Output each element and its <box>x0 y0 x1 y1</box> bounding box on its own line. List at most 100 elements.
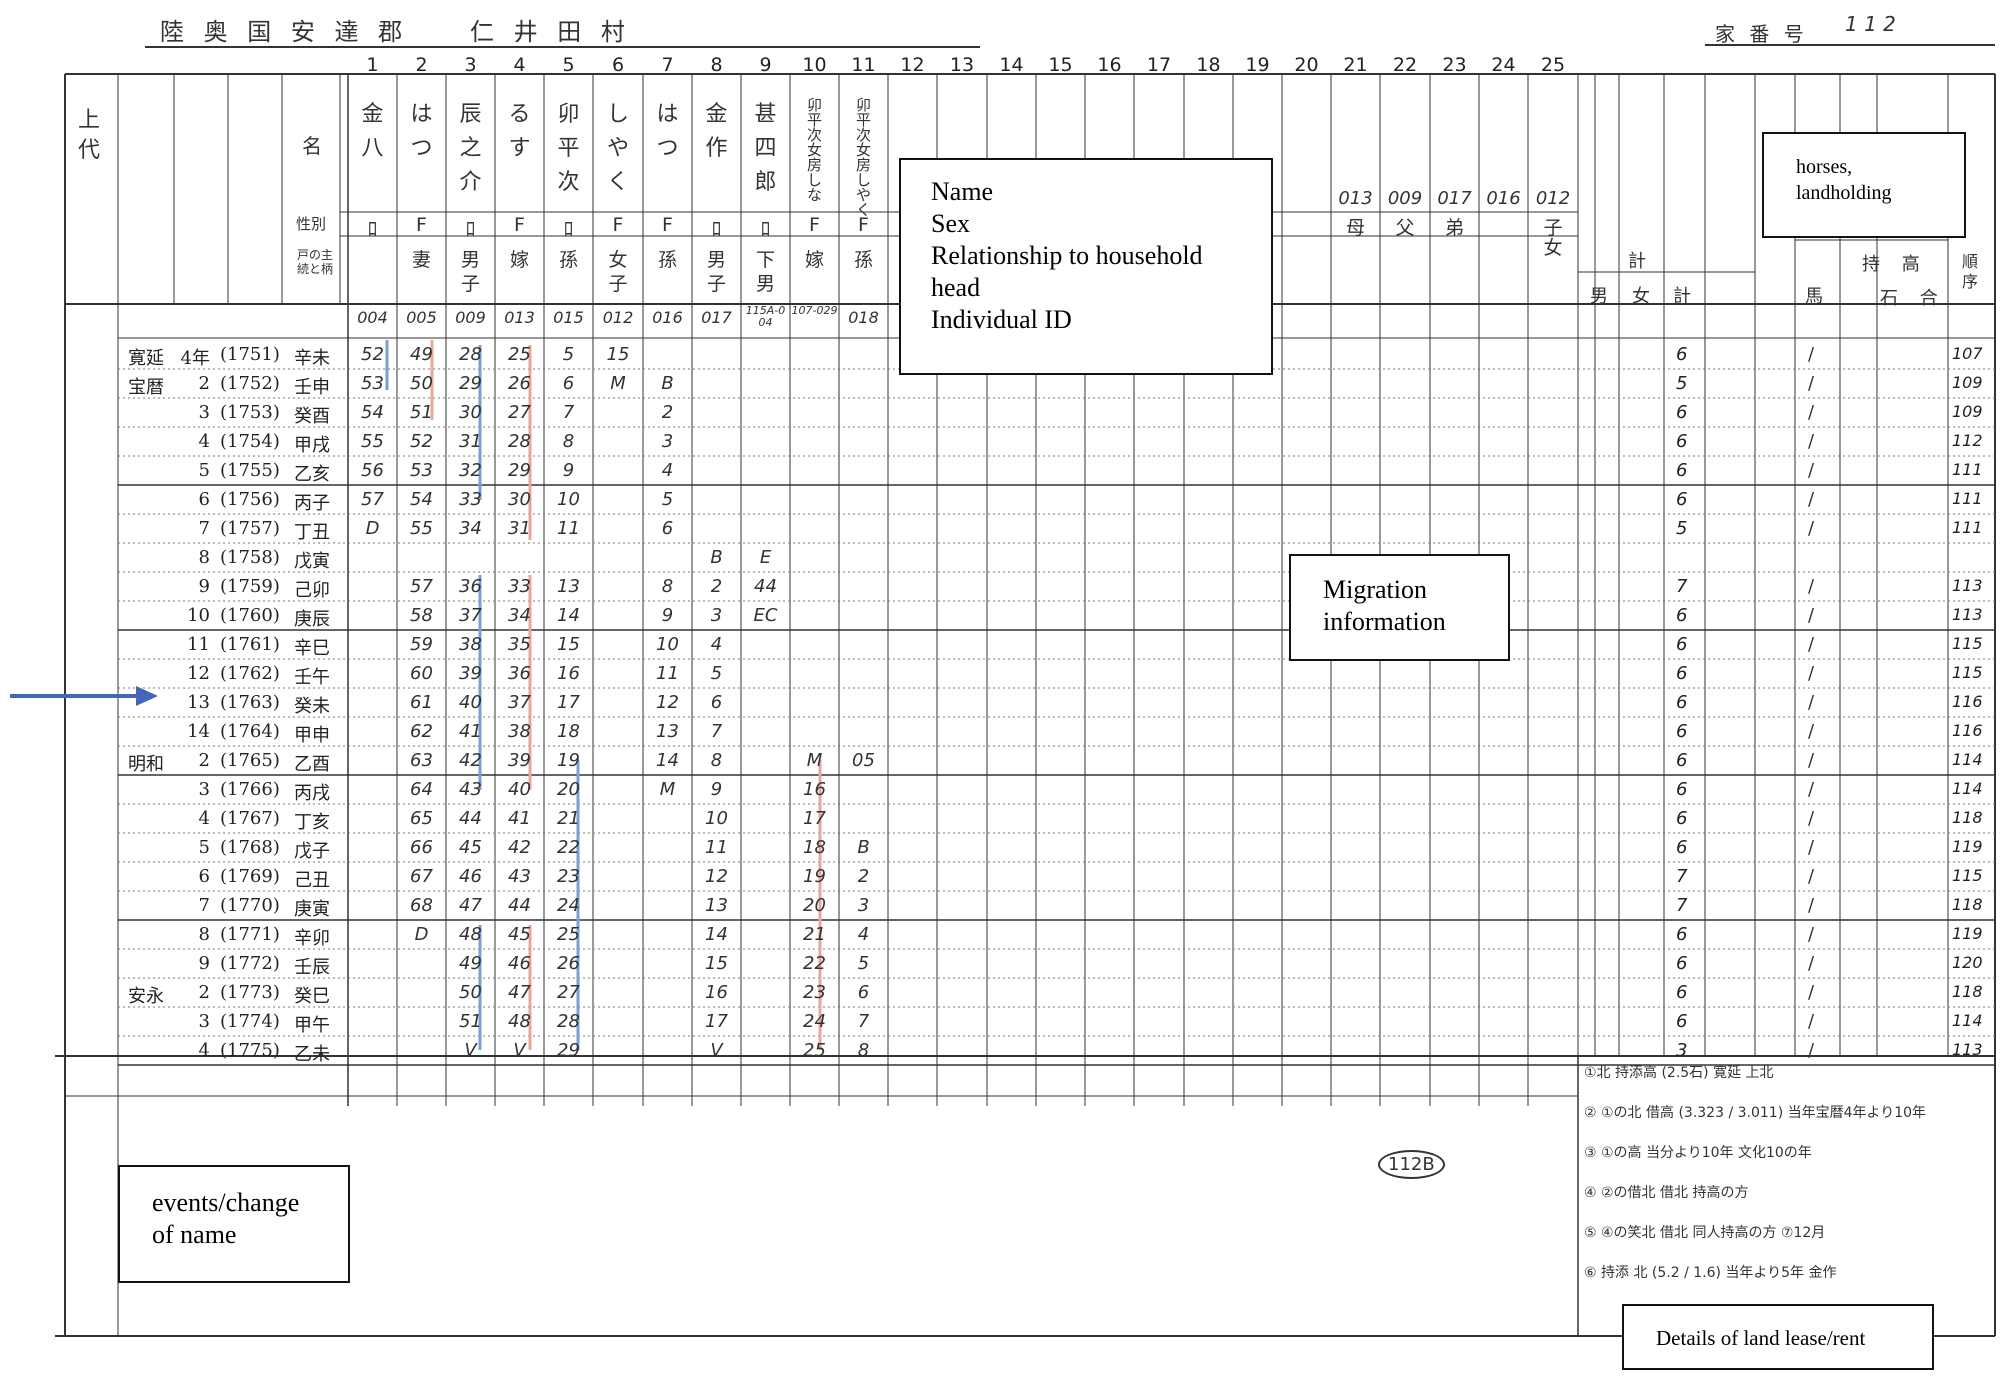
age-cell: B <box>710 547 723 568</box>
order-number: 115 <box>1952 663 1983 682</box>
year-number: 7 <box>198 518 210 539</box>
horse-tally: / <box>1808 373 1815 394</box>
column-number: 4 <box>513 54 526 76</box>
year-ad: (1775) <box>220 1040 280 1061</box>
member-name: るす <box>508 102 531 161</box>
age-cell: 7 <box>562 402 575 423</box>
age-cell: 36 <box>508 663 531 684</box>
year-number: 14 <box>187 721 210 742</box>
age-cell: 42 <box>459 750 482 771</box>
order-number: 113 <box>1952 605 1983 624</box>
age-cell: 61 <box>410 692 433 713</box>
horse-tally: / <box>1808 779 1815 800</box>
relation-label: 戸の主続と柄 <box>297 248 334 276</box>
age-cell: M <box>806 750 823 771</box>
age-cell: 47 <box>508 982 531 1003</box>
annotation-change-of-name: of name <box>152 1220 237 1249</box>
household-total: 6 <box>1676 808 1688 829</box>
age-cell: 66 <box>410 837 433 858</box>
land-note: ② ①の北 借高 (3.323 / 3.011) 当年宝暦4年より10年 <box>1584 1105 1927 1121</box>
horse-tally: / <box>1808 1011 1815 1032</box>
column-number: 19 <box>1245 54 1270 76</box>
horse-tally: / <box>1808 431 1815 452</box>
age-cell: V <box>464 1040 477 1061</box>
year-kanshi: 丁丑 <box>294 522 330 543</box>
annotation-horses: horses, <box>1796 156 1853 178</box>
annotation-migration: Migration <box>1323 575 1427 604</box>
age-cell: 31 <box>508 518 531 539</box>
year-kanshi: 辛未 <box>294 348 330 369</box>
column-number: 15 <box>1048 54 1073 76</box>
household-total: 6 <box>1676 663 1688 684</box>
age-cell: 11 <box>557 518 580 539</box>
household-total: 6 <box>1676 402 1688 423</box>
age-cell: 15 <box>557 634 580 655</box>
age-cell: 17 <box>557 692 580 713</box>
age-cell: 24 <box>557 895 580 916</box>
age-cell: 54 <box>410 489 433 510</box>
household-underline <box>1705 44 1995 46</box>
age-cell: D <box>414 924 429 945</box>
land-note: ⑥ 持添 北 (5.2 / 1.6) 当年より5年 金作 <box>1584 1265 1837 1281</box>
household-total: 6 <box>1676 953 1688 974</box>
year-number: 4 <box>198 808 210 829</box>
age-cell: 3 <box>857 895 870 916</box>
year-ad: (1765) <box>220 750 280 771</box>
age-cell: 55 <box>410 518 433 539</box>
year-ad: (1762) <box>220 663 280 684</box>
events-annotation-box: events/change of name <box>118 1165 350 1283</box>
member-name: 甚四郎 <box>754 102 777 195</box>
year-kanshi: 丙戌 <box>294 783 330 804</box>
age-cell: 5 <box>857 953 870 974</box>
age-cell: 19 <box>557 750 580 771</box>
age-cell: 7 <box>710 721 723 742</box>
column-number: 13 <box>949 54 975 76</box>
age-cell: EC <box>753 605 778 626</box>
year-ad: (1768) <box>220 837 280 858</box>
age-cell: 2 <box>710 576 723 597</box>
age-cell: 13 <box>705 895 728 916</box>
year-number: 9 <box>198 953 210 974</box>
household-total: 6 <box>1676 779 1688 800</box>
member-name: 卯平次女房しやく <box>855 96 871 219</box>
year-number: 2 <box>198 982 210 1003</box>
age-cell: 4 <box>661 460 674 481</box>
age-cell: 29 <box>508 460 531 481</box>
arrow-icon <box>10 686 158 706</box>
order-number: 118 <box>1952 982 1983 1001</box>
year-ad: (1755) <box>220 460 280 481</box>
member-id: 015 <box>553 308 584 327</box>
year-kanshi: 丙子 <box>294 493 330 514</box>
age-cell: 48 <box>508 1011 531 1032</box>
member-sex: F <box>662 214 673 236</box>
age-cell: 21 <box>803 924 826 945</box>
horse-tally: / <box>1808 866 1815 887</box>
year-kanshi: 甲申 <box>294 725 330 746</box>
age-cell: 13 <box>557 576 580 597</box>
year-kanshi: 癸酉 <box>294 406 330 427</box>
age-cell: 6 <box>562 373 575 394</box>
age-cell: 25 <box>557 924 580 945</box>
household-total: 5 <box>1676 373 1688 394</box>
member-sex: ﾛ <box>367 218 378 240</box>
age-cell: 16 <box>557 663 580 684</box>
age-cell: 17 <box>705 1011 728 1032</box>
age-cell: 5 <box>661 489 674 510</box>
order-number: 119 <box>1952 837 1983 856</box>
column-number: 25 <box>1540 54 1566 76</box>
age-cell: 35 <box>508 634 531 655</box>
age-cell: 13 <box>656 721 679 742</box>
member-sex: F <box>858 214 869 236</box>
horse-tally: / <box>1808 634 1815 655</box>
year-number: 5 <box>198 837 210 858</box>
household-total: 7 <box>1676 576 1688 597</box>
year-kanshi: 乙亥 <box>294 464 330 485</box>
age-cell: 9 <box>661 605 674 626</box>
age-cell: D <box>365 518 380 539</box>
horse-tally: / <box>1808 1040 1815 1061</box>
age-cell: 55 <box>361 431 384 452</box>
age-cell: 49 <box>410 344 433 365</box>
annotation-individual-id: Individual ID <box>931 305 1072 334</box>
year-kanshi: 戊子 <box>294 841 330 862</box>
member-sex: F <box>612 214 624 236</box>
